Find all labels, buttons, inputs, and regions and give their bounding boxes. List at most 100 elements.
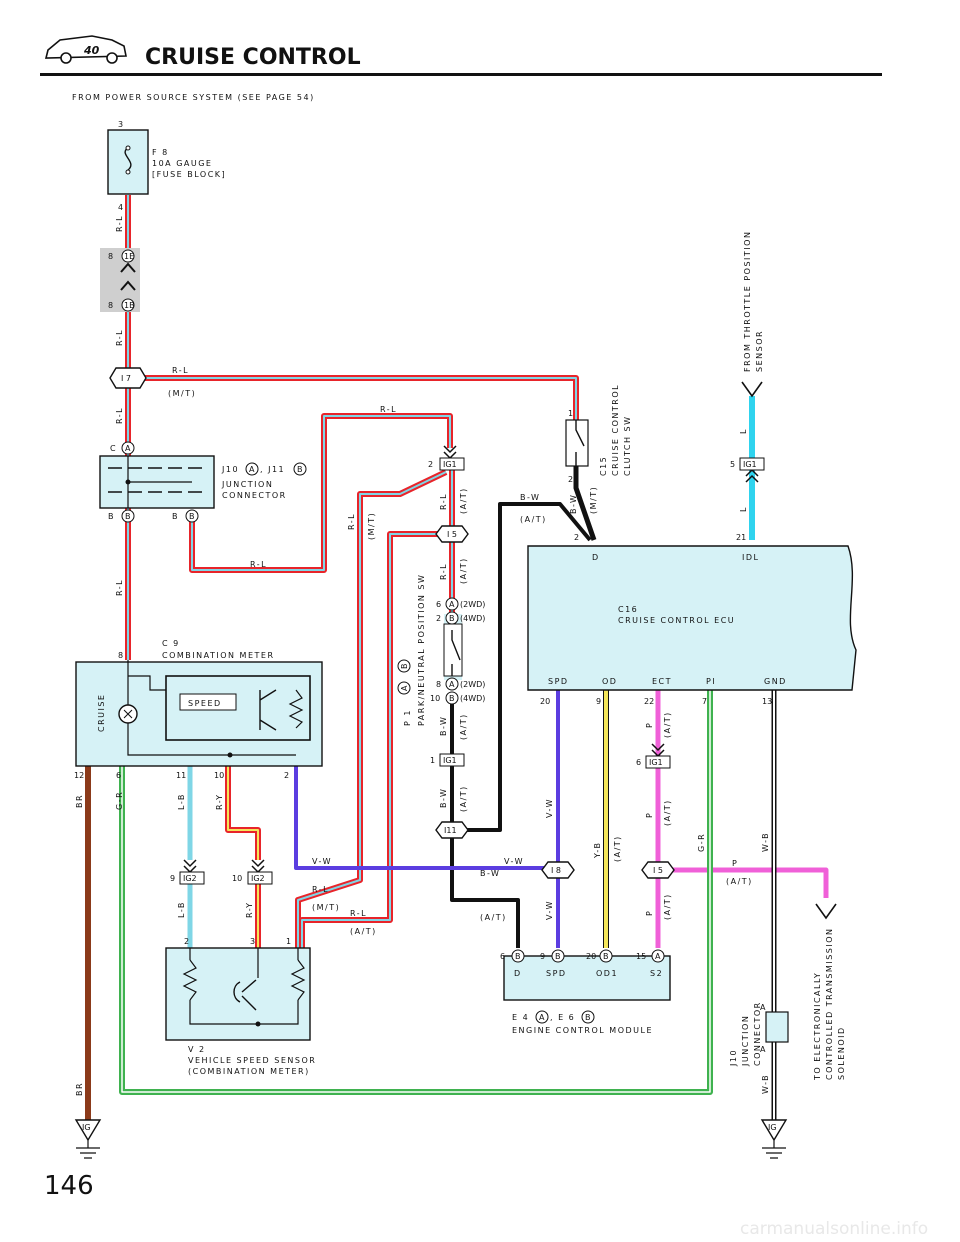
lbl-rl-11: R-L [312,885,329,894]
meter-name: COMBINATION METER [162,651,275,660]
lbl-lb-1: L-B [177,793,186,810]
junction-i11-label: I11 [444,826,457,835]
junction-i5b-label: I 5 [653,866,663,875]
clutch-tag: (M/T) [589,486,598,514]
lbl-at-9: (A/T) [663,711,672,738]
junction-i11: I11 [435,821,469,839]
fuse-location: [FUSE BLOCK] [152,170,226,179]
jc-pin-a: A [125,444,131,453]
pn-code: P 1 [403,709,412,726]
wire-g-r [119,690,713,1095]
lbl-at-3: (A/T) [459,713,468,740]
vss-name-1: VEHICLE SPEED SENSOR [188,1056,316,1065]
junction-connector-j10-j11: A C B B B B J10 A , J11 B JUNCTION CONNE… [99,441,307,523]
meter-speed-label: SPEED [188,699,222,708]
connector-1b-pin: 8 [108,301,113,310]
ecu-name: CRUISE CONTROL ECU [618,616,735,625]
jc-pin-c: C [110,444,116,453]
lbl-lb-2: L-B [177,901,186,918]
vss-name-2: (COMBINATION METER) [188,1067,310,1076]
ig1-right-label: IG1 [743,460,757,469]
lbl-at-2: (A/T) [459,557,468,584]
clutch-pin-1: 1 [568,409,573,418]
lbl-l-1: L [739,428,748,434]
clutch-wire: B-W [569,494,578,514]
wire-labels: R-L R-L R-L R-L R-L (M/T) R-L R-L R-L (M… [75,215,770,1096]
jc-pin-b2-circle: B [189,512,195,521]
lbl-p-3: P [645,910,654,916]
junction-i7-label: I 7 [121,374,131,383]
lbl-at-6: (A/T) [350,927,377,936]
pn-pin-2: 2 [436,614,441,623]
ig1-pi: IG1 6 [636,743,671,769]
lbl-rl-12: R-L [350,909,367,918]
ect-note-3: SOLENOID [837,1026,846,1080]
jc-code-b: , J11 [260,465,285,474]
junction-i5-right: I 5 [641,861,675,879]
lbl-rl-1: R-L [115,215,124,232]
ig1-mid: IG1 1 [430,753,465,767]
ig1-right: IG1 5 [730,381,765,483]
wire-b-w-ecu [452,502,592,832]
cruise-control-ecu-c16: C16 CRUISE CONTROL ECU 2 21 D IDL SPD OD… [527,533,857,706]
lbl-vw-1: V-W [312,857,332,866]
ecm-letter-s2: A [655,952,661,961]
lbl-mt-3: (M/T) [312,903,340,912]
ecm-pin-20: 20 [586,952,596,961]
meter-pin-6: 6 [116,771,121,780]
ig1-mid-label: IG1 [443,756,457,765]
wire-v-w [294,690,560,948]
lbl-at-12: (A/T) [726,877,753,886]
throttle-note-2: SENSOR [755,330,764,372]
jc-letter-b: B [297,465,303,474]
vss-pin-2: 2 [184,937,189,946]
jc-letter-a: A [249,465,255,474]
lbl-gr-2: G-R [115,791,124,810]
pn-tag-4wd-1: (4WD) [460,614,485,623]
power-source-note: FROM POWER SOURCE SYSTEM (SEE PAGE 54) [72,93,315,102]
ig1-top-label: IG1 [443,460,457,469]
lbl-br-1: BR [75,794,84,808]
lbl-bw-3: B-W [520,493,540,502]
lbl-at-4: (A/T) [459,785,468,812]
ecu-code: C16 [618,605,638,614]
ig2-right-label: IG2 [251,874,265,883]
ecm-term-s2: S2 [650,969,663,978]
ig1-mid-pin: 1 [430,756,435,765]
fuse-pin-top: 3 [118,120,123,129]
ecu-term-idl: IDL [742,553,759,562]
meter-pin-11: 11 [176,771,186,780]
lbl-rl-9: R-L [439,493,448,510]
ecu-pin-21: 21 [736,533,746,542]
jc-pin-b2: B [172,512,178,521]
j10r-pin-top: A [760,1003,766,1012]
lbl-at-11: (A/T) [663,893,672,920]
j10r-name-1: JUNCTION [741,1015,750,1067]
lbl-ry-1: R-Y [215,793,224,810]
fuse-f8: 3 4 F 8 10A GAUGE [FUSE BLOCK] [107,120,226,212]
lbl-bw-4: B-W [480,869,500,878]
ecm-pin-6: 6 [500,952,505,961]
meter-cruise-label: CRUISE [97,694,106,733]
lbl-rl-8: R-L [347,513,356,530]
ecm-pin-15: 15 [636,952,646,961]
lbl-vw-3: V-W [545,798,554,818]
lbl-rl-3: R-L [115,407,124,424]
page-number: 146 [44,1171,94,1201]
wire-r-l-clutch [138,375,579,420]
ect-note-1: TO ELECTRONICALLY [813,972,822,1081]
ecu-term-od: OD [602,677,617,686]
lbl-vw-2: V-W [504,857,524,866]
ecu-term-d: D [592,553,600,562]
lbl-p-1: P [645,722,654,728]
wire-b-w-clutch [573,462,597,541]
ecu-term-pi: PI [706,677,716,686]
combination-meter-c9: SPEED CRUISE C 9 COMBINATION METER 8 12 … [74,639,323,780]
wire-r-l-ig1 [189,413,453,573]
lbl-at-1: (A/T) [459,487,468,514]
connector-1e-pin: 8 [108,252,113,261]
clutch-code: C15 [599,456,608,476]
ig1-top-pin: 2 [428,460,433,469]
lbl-at-8: (A/T) [613,835,622,862]
pn-tag-4wd-2: (4WD) [460,694,485,703]
